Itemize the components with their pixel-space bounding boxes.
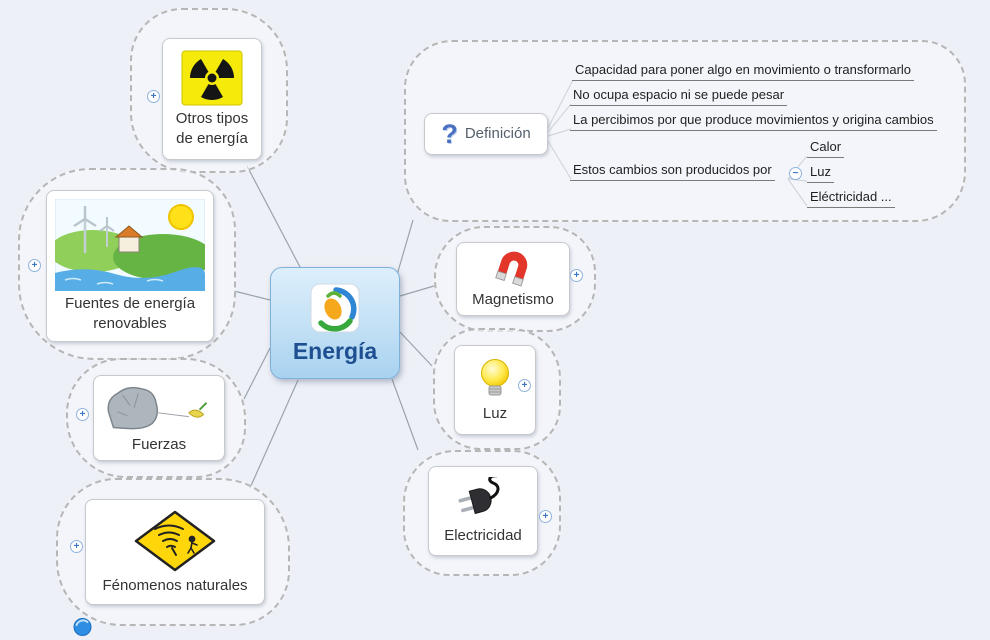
definition-item[interactable]: Estos cambios son producidos por [570,162,775,181]
node-label-luz: Luz [482,404,508,422]
node-label-definicion: Definición [464,125,531,143]
radiation-icon [181,50,243,106]
node-magnetismo[interactable]: Magnetismo [456,242,570,316]
cambios-item[interactable]: Luz [807,164,834,183]
node-energia-central[interactable]: Energía [270,267,400,379]
expand-icon[interactable]: + [570,269,583,282]
question-mark-icon: ? [441,118,458,149]
definition-item[interactable]: La percibimos por que produce movimiento… [570,112,937,131]
magnet-icon [495,251,528,287]
collapse-icon[interactable]: − [789,167,802,180]
node-otros-tipos[interactable]: Otros tipos de energía [162,38,262,160]
node-fuentes-renovables[interactable]: Fuentes de energía renovables [46,190,214,342]
lightbulb-icon [481,358,509,396]
tornado-warning-icon [134,510,216,571]
definition-item[interactable]: Capacidad para poner algo en movimiento … [572,62,915,81]
node-label-electricidad: Electricidad [444,526,522,544]
node-definicion[interactable]: ? Definición [424,113,548,155]
node-label-fuerzas: Fuerzas [131,435,187,453]
node-fenomenos-naturales[interactable]: Fénomenos naturales [85,499,265,605]
expand-icon[interactable]: + [76,408,89,421]
node-label-fenomenos: Fénomenos naturales [102,576,248,594]
rock-image [107,386,208,430]
expand-icon[interactable]: + [70,540,83,553]
definition-item[interactable]: No ocupa espacio ni se puede pesar [570,87,788,106]
node-label-otros-tipos: Otros tipos de energía [175,110,249,147]
expand-icon[interactable]: + [28,259,41,272]
expand-icon[interactable]: + [539,510,552,523]
node-label-fuentes: Fuentes de energía renovables [64,295,196,332]
cambios-item[interactable]: Eléctricidad ... [807,189,895,208]
energy-logo-icon [310,283,360,332]
node-label-magnetismo: Magnetismo [472,290,554,308]
plug-icon [458,476,500,514]
expand-icon[interactable]: + [518,379,531,392]
node-electricidad[interactable]: Electricidad [428,466,538,556]
central-title: Energía [292,337,378,364]
app-logo[interactable] [72,617,94,637]
node-fuerzas[interactable]: Fuerzas [93,375,225,461]
expand-icon[interactable]: + [147,90,160,103]
renewable-landscape-image [55,199,205,291]
cambios-item[interactable]: Calor [807,139,845,158]
